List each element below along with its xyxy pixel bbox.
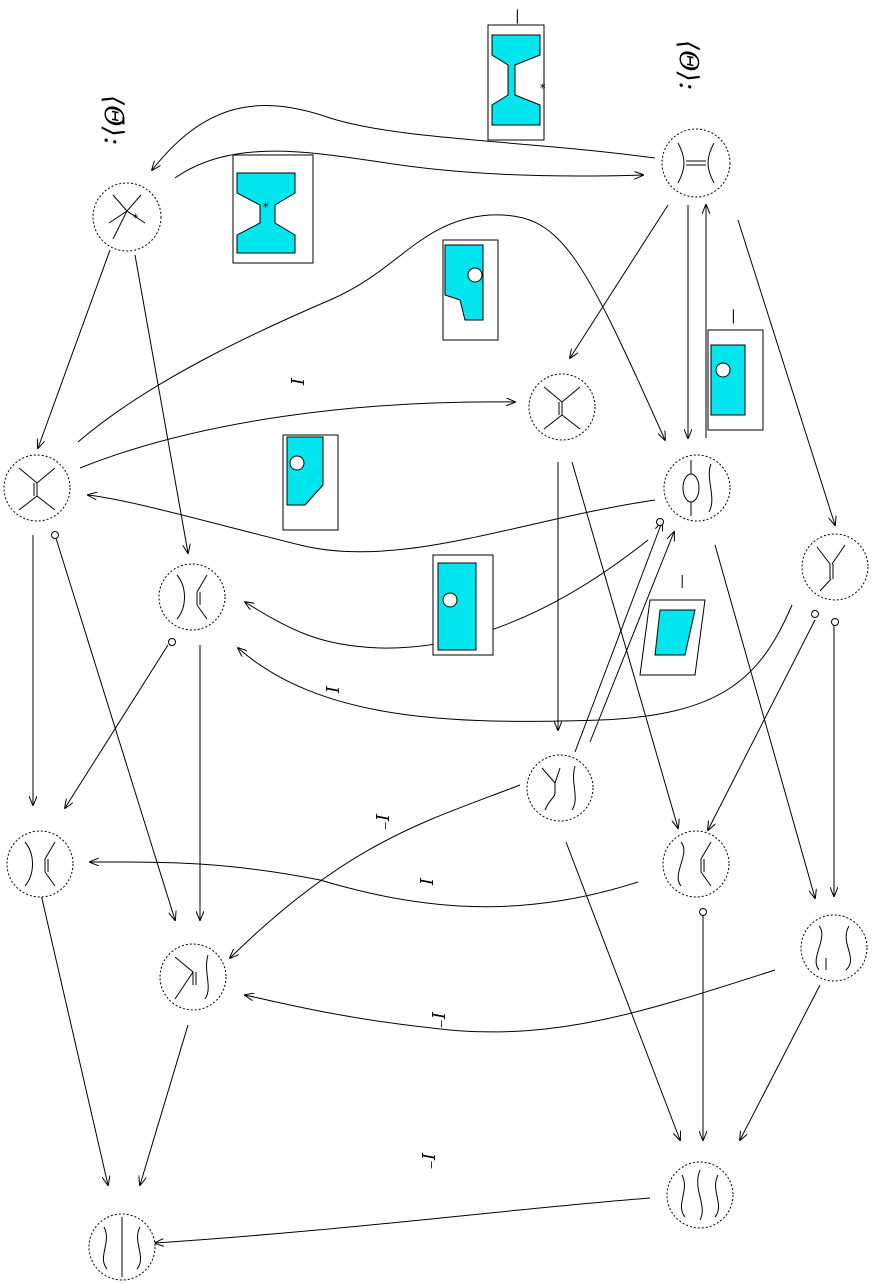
edge-tail bbox=[51, 531, 59, 539]
node-r1 bbox=[663, 454, 731, 522]
edge-mid-curve bbox=[245, 539, 649, 649]
edge-theta-right bbox=[737, 219, 835, 525]
edge-theta-to-thetabar bbox=[152, 105, 656, 170]
edge-m2-up-2 bbox=[589, 532, 674, 743]
label-Iinv-3: I⁻ bbox=[417, 1152, 438, 1170]
edge-Iinv-mid bbox=[230, 784, 521, 958]
edge-tail bbox=[699, 908, 707, 916]
edge-tail bbox=[656, 518, 664, 526]
edge-tail bbox=[811, 610, 819, 618]
node-m2 bbox=[526, 754, 594, 822]
node-ll bbox=[6, 830, 74, 898]
node-lm bbox=[159, 943, 227, 1011]
edge-r4-to-bottom bbox=[740, 984, 821, 1140]
label-theta-bar: ⟨Θ̄⟩: bbox=[98, 95, 128, 145]
sketch-right-lower: | bbox=[639, 574, 706, 676]
svg-text:*: * bbox=[540, 82, 546, 95]
node-m1 bbox=[528, 373, 596, 441]
edge-m1-diag bbox=[571, 461, 678, 828]
node-c2 bbox=[158, 563, 226, 631]
edges bbox=[33, 105, 839, 1243]
edge-c2-left bbox=[65, 644, 169, 808]
node-r4 bbox=[800, 914, 868, 982]
edge-tail bbox=[831, 618, 839, 626]
node-r3 bbox=[662, 830, 730, 898]
sketch-mid-2 bbox=[282, 434, 339, 531]
edge-I-mid bbox=[238, 604, 793, 722]
edge-m2-to-bottom bbox=[565, 841, 680, 1140]
label-theta: ⟨Θ⟩: bbox=[673, 40, 703, 90]
edge-r2-diag bbox=[708, 619, 816, 830]
edge-left-diag bbox=[54, 534, 175, 920]
svg-text:|: | bbox=[731, 308, 736, 324]
nodes: * bbox=[3, 128, 869, 1281]
sketch-top-left: * bbox=[232, 154, 314, 264]
node-thetabar: * bbox=[92, 182, 162, 252]
sketch-top-center: * bbox=[487, 24, 546, 141]
edge-m2-up-1 bbox=[574, 522, 662, 753]
cobordism-sketches: * * | | bbox=[232, 24, 764, 676]
label-I-1: I bbox=[286, 377, 307, 386]
star-label: * bbox=[133, 213, 138, 224]
svg-text:*: * bbox=[263, 201, 269, 214]
node-bottom-right bbox=[666, 1161, 734, 1229]
edge-I-top bbox=[79, 402, 515, 469]
node-theta bbox=[661, 128, 731, 198]
label-Iinv-2: I⁻ bbox=[427, 1011, 448, 1029]
edge-Iinv-lower bbox=[245, 969, 776, 1033]
sketch-mid-1 bbox=[442, 239, 499, 341]
edge-tail bbox=[168, 638, 176, 646]
label-I-2: I bbox=[321, 685, 342, 694]
node-r2 bbox=[801, 533, 869, 601]
sketch-mid-3 bbox=[432, 554, 494, 656]
edge-I-lower bbox=[90, 862, 639, 908]
svg-text:|: | bbox=[680, 574, 684, 589]
edge-from-mid-to-left bbox=[88, 495, 656, 553]
edge-Iinv-bottom bbox=[155, 1197, 651, 1243]
edge-sweep-large bbox=[77, 214, 665, 443]
edge-thetabar-down-left bbox=[38, 249, 111, 448]
label-top-bar: | bbox=[515, 8, 520, 24]
edge-lm-down bbox=[140, 1024, 189, 1185]
labels: ⟨Θ̄⟩: ⟨Θ⟩: | I I I I⁻ I⁻ I⁻ bbox=[98, 8, 703, 1170]
label-Iinv-1: I⁻ bbox=[371, 813, 392, 831]
edge-thetabar-down bbox=[134, 254, 188, 553]
edge-thetabar-to-theta bbox=[174, 150, 643, 178]
edge-r1-down bbox=[714, 544, 815, 898]
label-I-3: I bbox=[415, 877, 436, 886]
edge-ll-down bbox=[39, 889, 108, 1185]
node-l1 bbox=[3, 454, 71, 522]
edge-theta-left bbox=[570, 204, 669, 358]
sketch-right-upper: | bbox=[707, 308, 764, 431]
node-bottom-left bbox=[88, 1213, 156, 1281]
